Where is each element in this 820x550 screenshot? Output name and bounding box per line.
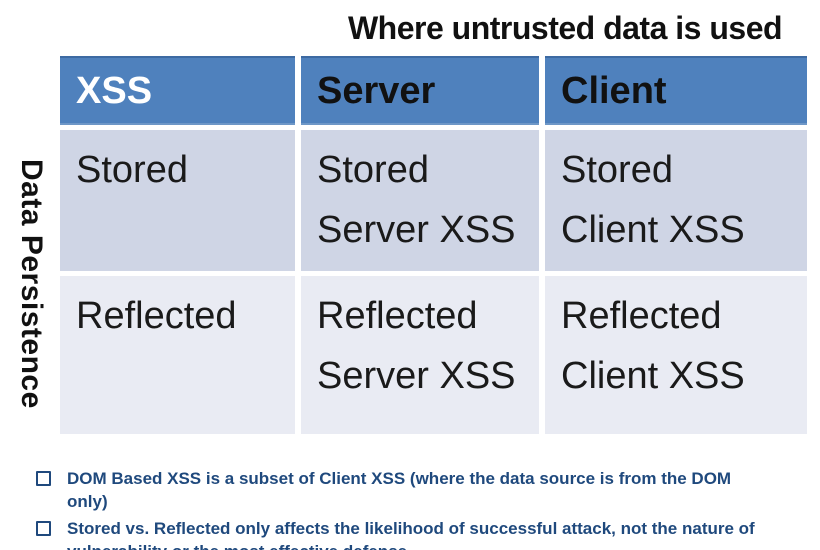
xss-matrix-table: XSS Server Client Stored Stored Server X… (60, 56, 807, 434)
header-cell-xss: XSS (60, 56, 295, 125)
row-label-reflected-text: Reflected (76, 295, 237, 337)
cell-reflected-client-line2: Client XSS (561, 355, 745, 397)
note-item-stored-vs-reflected: Stored vs. Reflected only affects the li… (36, 517, 792, 550)
row-label-stored: Stored (60, 130, 295, 271)
header-cell-server: Server (301, 56, 539, 125)
cell-stored-server-line2: Server XSS (317, 209, 516, 251)
cell-stored-server-line1: Stored (317, 149, 429, 191)
note-item-dom-based: DOM Based XSS is a subset of Client XSS … (36, 467, 792, 513)
checkbox-bullet-icon (36, 521, 51, 536)
row-label-stored-text: Stored (76, 149, 188, 191)
cell-stored-client-line1: Stored (561, 149, 673, 191)
notes-list: DOM Based XSS is a subset of Client XSS … (36, 467, 792, 550)
cell-reflected-server-line1: Reflected (317, 295, 478, 337)
cell-reflected-client-line1: Reflected (561, 295, 722, 337)
checkbox-bullet-icon (36, 471, 51, 486)
table-title: Where untrusted data is used (347, 10, 783, 46)
cell-reflected-client-xss: Reflected Client XSS (545, 276, 807, 434)
cell-reflected-server-line2: Server XSS (317, 355, 516, 397)
y-axis-label: Data Persistence (15, 159, 48, 409)
note-text: DOM Based XSS is a subset of Client XSS … (67, 469, 732, 511)
note-text: Stored vs. Reflected only affects the li… (67, 519, 755, 550)
cell-reflected-server-xss: Reflected Server XSS (301, 276, 539, 434)
cell-stored-client-line2: Client XSS (561, 209, 745, 251)
cell-stored-server-xss: Stored Server XSS (301, 130, 539, 271)
row-label-reflected: Reflected (60, 276, 295, 434)
header-cell-client: Client (545, 56, 807, 125)
cell-stored-client-xss: Stored Client XSS (545, 130, 807, 271)
